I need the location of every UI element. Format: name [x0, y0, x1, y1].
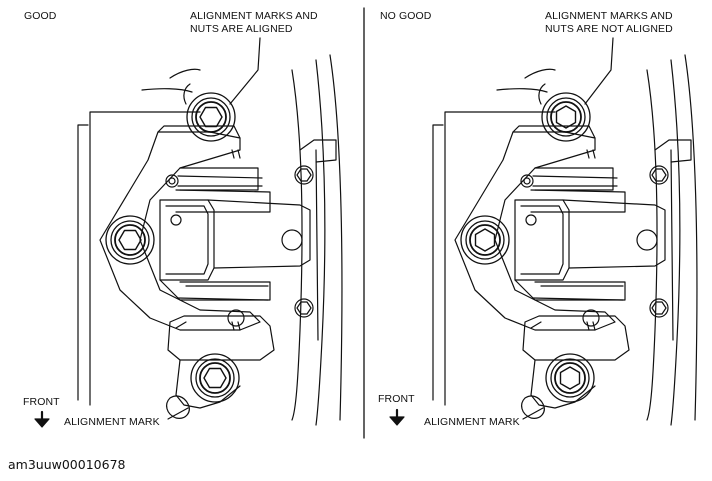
front-label: FRONT	[23, 396, 60, 408]
front-arrow-icon	[389, 408, 405, 426]
front-arrow-icon	[34, 410, 50, 428]
callout-text-line2: NUTS ARE ALIGNED	[190, 23, 293, 35]
alignment-mark-label: ALIGNMENT MARK	[424, 416, 520, 428]
callout-text-line1: ALIGNMENT MARKS AND	[545, 10, 673, 22]
alignment-mark-leader-line	[167, 407, 189, 420]
front-label: FRONT	[378, 393, 415, 405]
good-assembly	[77, 37, 343, 426]
no-good-assembly	[432, 37, 698, 426]
alignment-mark-label: ALIGNMENT MARK	[64, 416, 160, 428]
alignment-mark-leader-line	[522, 407, 544, 420]
callout-leader-line	[584, 37, 614, 105]
no-good-status-label: NO GOOD	[380, 10, 432, 22]
callout-leader-line	[229, 37, 261, 105]
callout-text-line1: ALIGNMENT MARKS AND	[190, 10, 318, 22]
good-status-label: GOOD	[24, 10, 57, 22]
figure-id: am3uuw00010678	[8, 457, 126, 472]
callout-text-line2: NUTS ARE NOT ALIGNED	[545, 23, 673, 35]
